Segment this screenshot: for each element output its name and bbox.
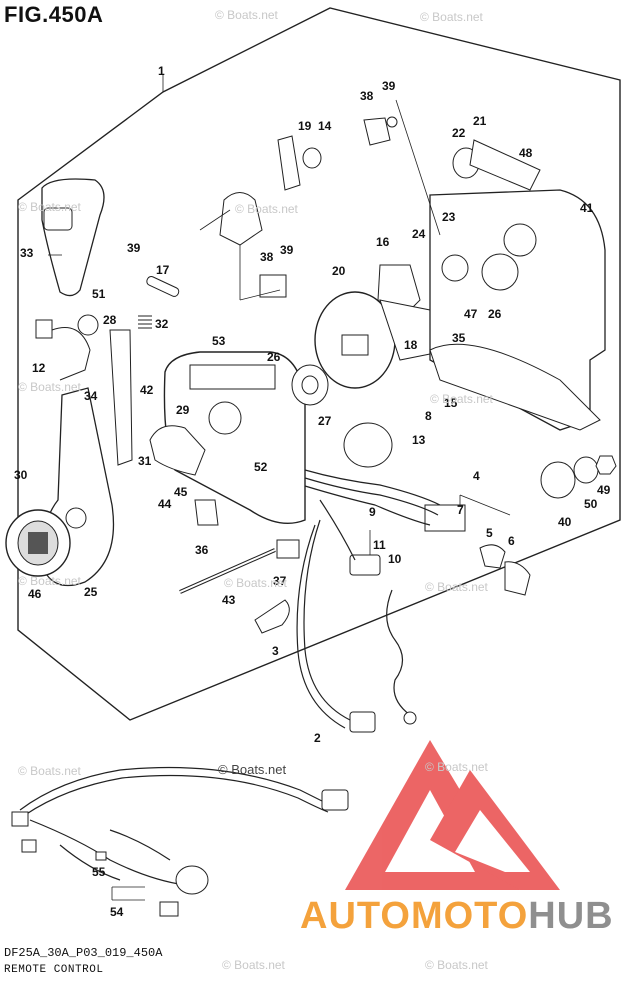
- callout: 2: [314, 731, 321, 745]
- callout: 48: [519, 146, 533, 160]
- assembly-outline: [17, 7, 621, 721]
- callout: 4: [473, 469, 480, 483]
- watermark: © Boats.net: [218, 762, 287, 777]
- watermark: © Boats.net: [18, 380, 81, 394]
- callout: 21: [473, 114, 487, 128]
- callout: 10: [388, 552, 402, 566]
- callout: 25: [84, 585, 98, 599]
- automotohub-logo: [345, 740, 560, 890]
- leader-lines: [48, 75, 511, 901]
- callout: 26: [488, 307, 502, 321]
- callout: 31: [138, 454, 152, 468]
- callout: 26: [267, 350, 281, 364]
- callout: 40: [558, 515, 572, 529]
- callout: 43: [222, 593, 236, 607]
- callout: 6: [508, 534, 515, 548]
- callout: 20: [332, 264, 346, 278]
- callout: 39: [127, 241, 141, 255]
- callout: 14: [318, 119, 332, 133]
- callout-labels: 1 2 3 4 5 6 7 8 9 10 11 12 13 14 15 16 1…: [14, 64, 611, 919]
- callout: 29: [176, 403, 190, 417]
- callout: 32: [155, 317, 169, 331]
- callout: 9: [369, 505, 376, 519]
- diagram-code: DF25A_30A_P03_019_450A: [4, 946, 163, 960]
- watermark: © Boats.net: [18, 200, 81, 214]
- callout: 16: [376, 235, 390, 249]
- callout: 30: [14, 468, 28, 482]
- watermark: © Boats.net: [235, 202, 298, 216]
- watermark: © Boats.net: [18, 764, 81, 778]
- callout: 15: [444, 396, 458, 410]
- callout: 45: [174, 485, 188, 499]
- callout: 38: [360, 89, 374, 103]
- watermark: © Boats.net: [425, 958, 488, 972]
- callout: 23: [442, 210, 456, 224]
- callout: 38: [260, 250, 274, 264]
- callout: 46: [28, 587, 42, 601]
- callout: 50: [584, 497, 598, 511]
- callout: 42: [140, 383, 154, 397]
- callout: 39: [280, 243, 294, 257]
- watermark: © Boats.net: [420, 10, 483, 24]
- callout: 5: [486, 526, 493, 540]
- brand-wordmark: AUTOMOTOHUB: [300, 895, 614, 938]
- callout: 52: [254, 460, 268, 474]
- watermark: © Boats.net: [222, 958, 285, 972]
- callout: 37: [273, 574, 287, 588]
- brand-part1: AUTOMOTO: [300, 895, 529, 937]
- callout: 49: [597, 483, 611, 497]
- callout: 13: [412, 433, 426, 447]
- watermark: © Boats.net: [425, 760, 488, 774]
- wiring: [19, 469, 441, 886]
- callout: 33: [20, 246, 34, 260]
- callout: 27: [318, 414, 332, 428]
- callout: 39: [382, 79, 396, 93]
- callout: 55: [92, 865, 106, 879]
- figure-title: FIG.450A: [4, 2, 104, 27]
- watermark: © Boats.net: [18, 574, 81, 588]
- callout: 3: [272, 644, 279, 658]
- callout: 19: [298, 119, 312, 133]
- diagram-caption: REMOTE CONTROL: [4, 964, 104, 976]
- lever-handle: [41, 178, 105, 297]
- callout: 8: [425, 409, 432, 423]
- callout: 54: [110, 905, 124, 919]
- watermark: © Boats.net: [425, 580, 488, 594]
- callout: 7: [457, 503, 464, 517]
- callout: 22: [452, 126, 466, 140]
- watermark: © Boats.net: [215, 8, 278, 22]
- callout: 28: [103, 313, 117, 327]
- callout: 17: [156, 263, 170, 277]
- callout: 51: [92, 287, 106, 301]
- callout: 34: [84, 389, 98, 403]
- callout: 12: [32, 361, 46, 375]
- callout: 18: [404, 338, 418, 352]
- watermark: © Boats.net: [224, 576, 287, 590]
- callout: 41: [580, 201, 594, 215]
- callout: 24: [412, 227, 426, 241]
- callout: 47: [464, 307, 478, 321]
- callout: 44: [158, 497, 172, 511]
- brand-part2: HUB: [528, 895, 614, 937]
- watermark: © Boats.net: [430, 392, 493, 406]
- callout: 36: [195, 543, 209, 557]
- callout: 35: [452, 331, 466, 345]
- callout: 11: [373, 538, 386, 552]
- callout: 53: [212, 334, 226, 348]
- callout: 1: [158, 64, 165, 78]
